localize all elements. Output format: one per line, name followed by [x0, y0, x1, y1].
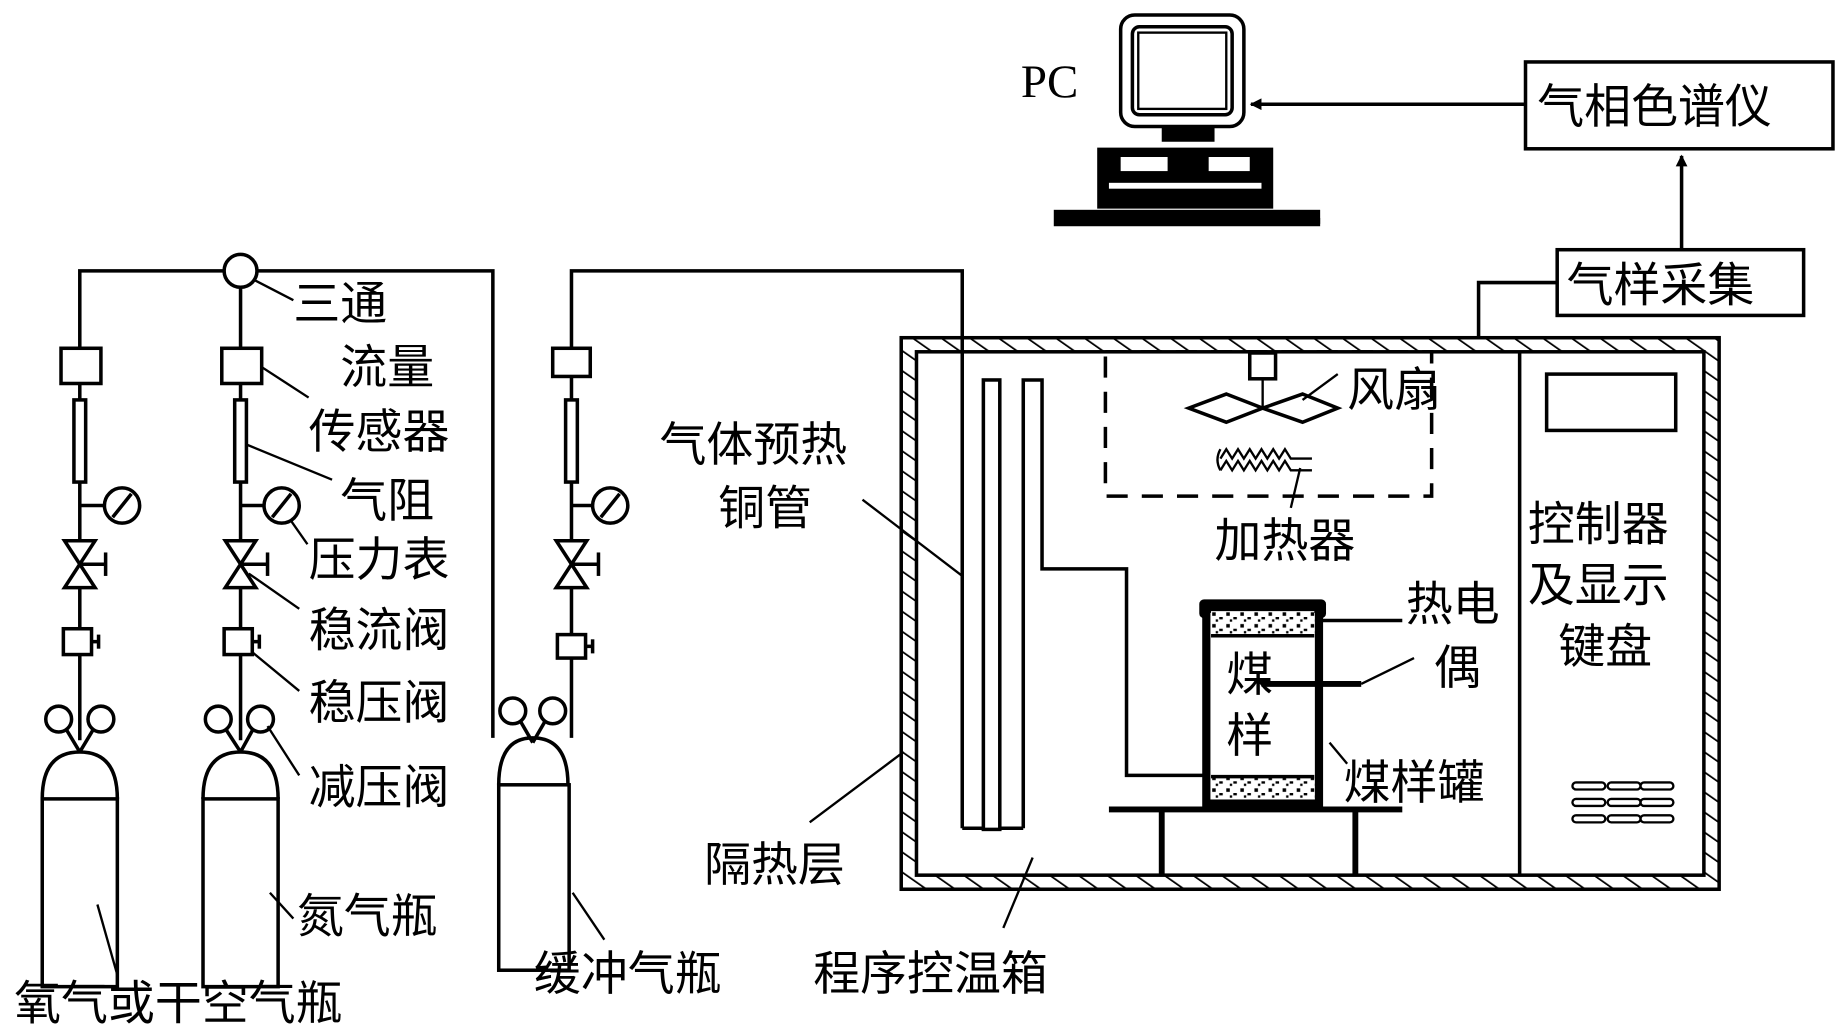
nitrogen-line — [203, 287, 301, 753]
controller-label-2: 及显示 — [1528, 559, 1669, 614]
fan-leader — [1301, 373, 1339, 401]
flow-sensor-leader — [261, 366, 310, 399]
tank-leader — [1328, 741, 1349, 765]
oxygen-leader — [96, 904, 119, 976]
manifold-pipe — [78, 269, 495, 738]
insulation-leader — [808, 751, 905, 824]
buffer-cylinder-icon — [496, 736, 571, 972]
controller-display — [1544, 372, 1678, 433]
pressure-valve-leader — [251, 651, 300, 692]
keypad-icon — [1571, 781, 1675, 824]
coal-sample-label-2: 样 — [1226, 709, 1273, 764]
coal-sample-tank — [1199, 599, 1327, 808]
heater-leader — [1289, 467, 1302, 509]
tee-fitting-icon — [222, 252, 259, 290]
coal-sample-tank-label: 煤样罐 — [1344, 756, 1485, 811]
pressure-reducing-valve-label: 减压阀 — [309, 761, 450, 816]
thermocouple-label-2: 偶 — [1434, 641, 1481, 696]
controller-label-1: 控制器 — [1528, 498, 1669, 553]
heater-icon — [1216, 446, 1312, 473]
preheat-pipe-label-2: 铜管 — [718, 481, 812, 536]
pressure-stabilizer-valve-label: 稳压阀 — [309, 676, 450, 731]
pressure-gauge-label: 压力表 — [309, 533, 450, 588]
buffer-leader — [571, 892, 606, 941]
buffer-cylinder-label: 缓冲气瓶 — [534, 947, 722, 1002]
gas-resistor-leader — [245, 443, 333, 481]
fan-icon — [1183, 351, 1343, 425]
tee-leader — [254, 279, 294, 302]
tank-stand — [1108, 806, 1403, 876]
reducing-valve-leader — [266, 725, 301, 777]
oxygen-cylinder-label: 氧气或干空气瓶 — [14, 977, 342, 1031]
fan-heater-enclosure — [1103, 350, 1434, 498]
oxygen-line — [44, 346, 142, 753]
oven-leader — [1002, 857, 1034, 929]
thermocouple-label-1: 热电 — [1406, 578, 1500, 633]
nitrogen-leader — [269, 891, 295, 920]
heater-label: 加热器 — [1215, 514, 1356, 569]
flow-sensor-label-1: 流量 — [340, 340, 434, 395]
preheat-pipe-label-1: 气体预热 — [659, 418, 847, 473]
insulation-layer-label: 隔热层 — [704, 838, 845, 893]
gas-resistor-label: 气阻 — [340, 474, 434, 529]
coal-sample-label-1: 煤 — [1226, 648, 1273, 703]
pc-label: PC — [1021, 56, 1078, 108]
flow-stabilizer-valve-label: 稳流阀 — [309, 603, 450, 658]
nitrogen-cylinder-icon — [201, 750, 280, 989]
thermocouple-leader — [1360, 657, 1415, 685]
preheat-copper-pipe — [569, 269, 1203, 832]
pc-computer-icon — [1053, 13, 1321, 227]
oxygen-cylinder-icon — [40, 750, 120, 989]
tee-label: 三通 — [293, 277, 387, 332]
gas-chromatograph-box — [1523, 60, 1835, 151]
controller-label-3: 键盘 — [1558, 620, 1652, 675]
nitrogen-cylinder-label: 氮气瓶 — [297, 890, 438, 945]
fan-label: 风扇 — [1347, 363, 1441, 418]
gas-chromatograph-label: 气相色谱仪 — [1537, 80, 1772, 135]
oven-label: 程序控温箱 — [813, 947, 1048, 1002]
gas-sampling-label: 气样采集 — [1567, 258, 1755, 313]
flow-valve-leader — [248, 572, 300, 610]
flow-sensor-label-2: 传感器 — [309, 405, 450, 460]
pressure-gauge-leader — [290, 520, 309, 545]
buffer-line — [498, 346, 630, 744]
preheat-pipe-leader — [861, 498, 963, 577]
